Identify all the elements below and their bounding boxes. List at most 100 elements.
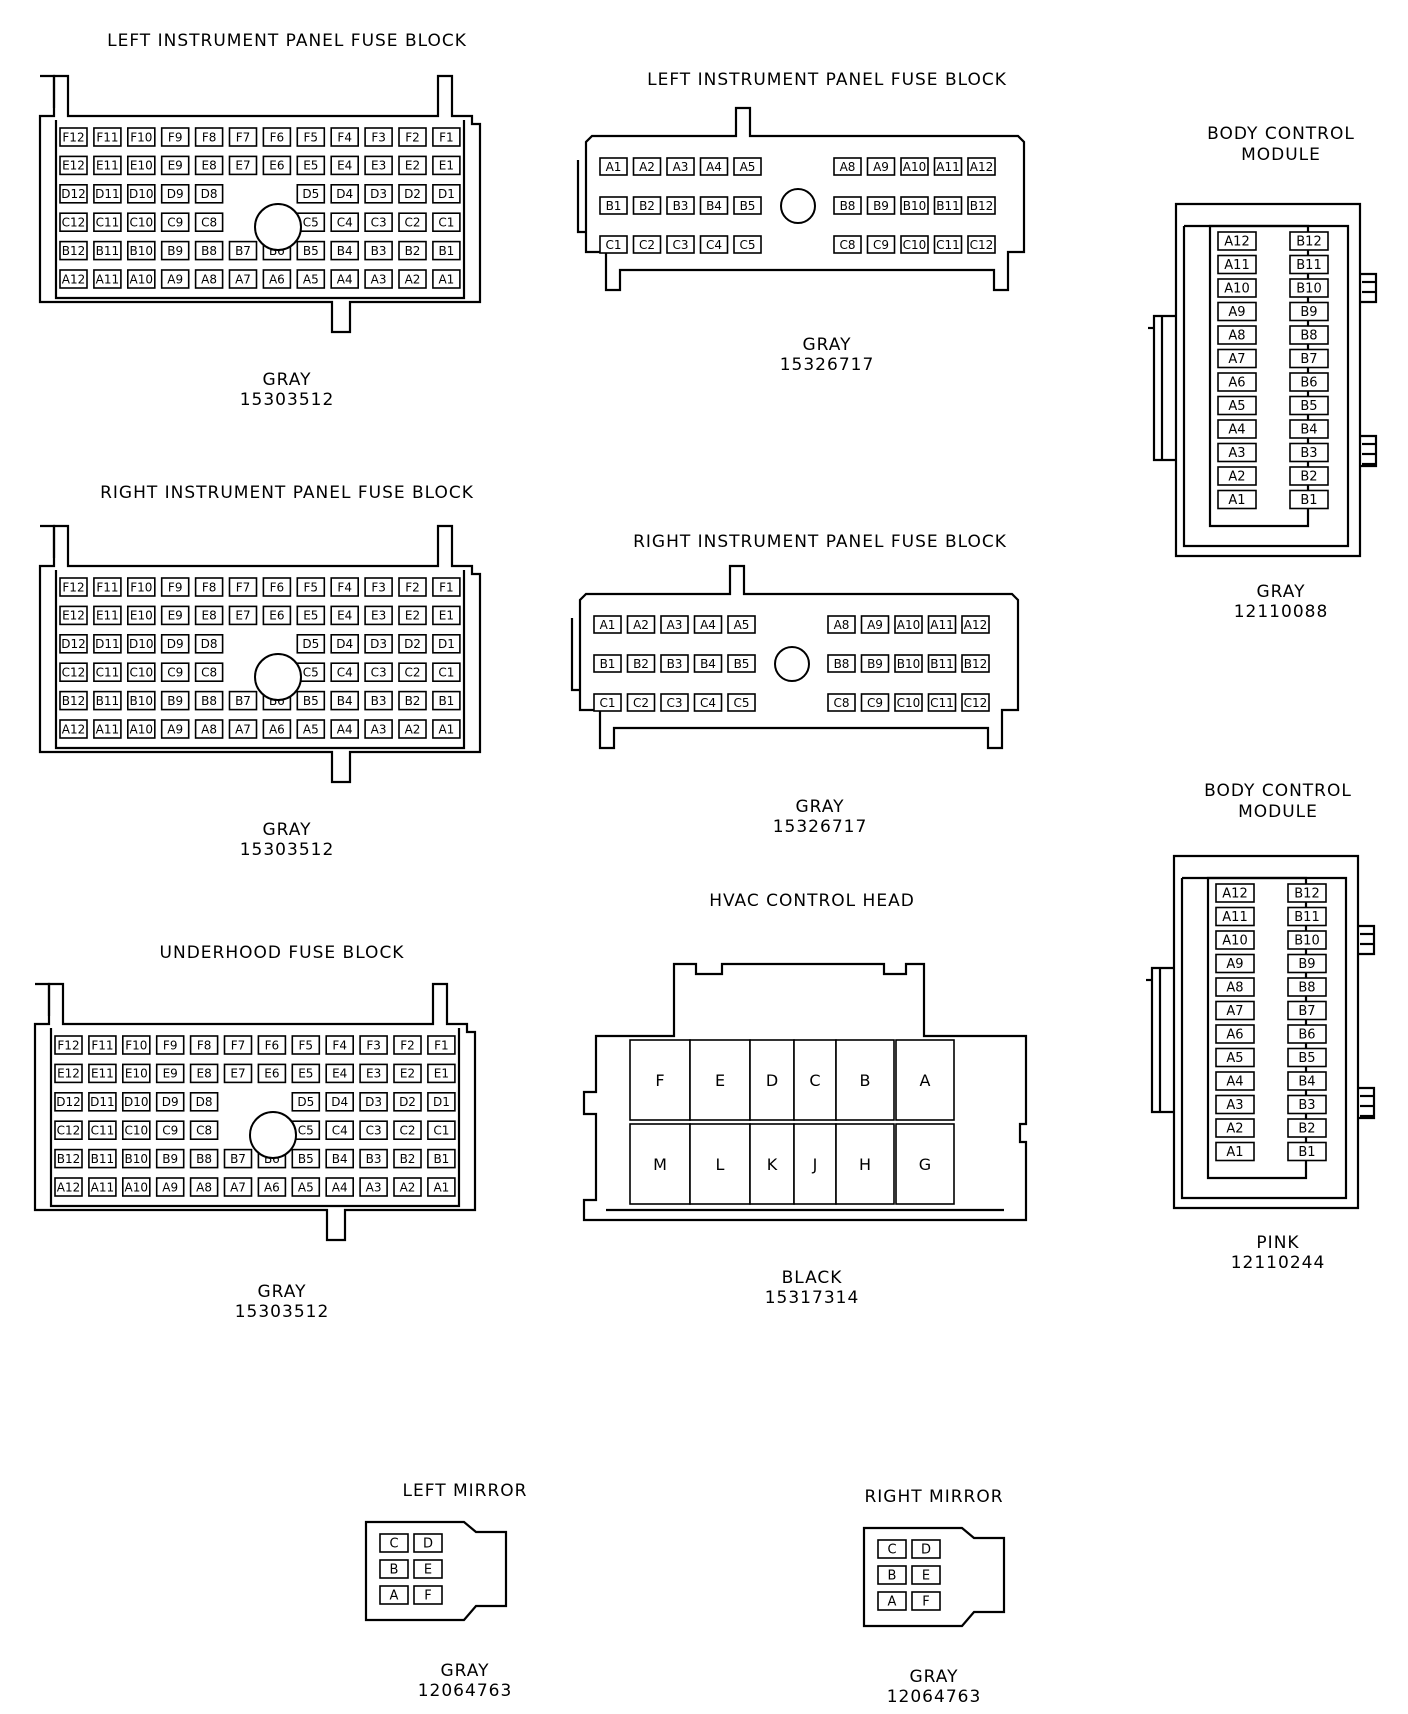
pin-label: D5 bbox=[302, 637, 319, 651]
pin-label: A1 bbox=[433, 1180, 449, 1194]
pin-B9: B9 bbox=[1287, 953, 1327, 974]
pin-box bbox=[189, 1035, 219, 1055]
pin-C: C bbox=[877, 1539, 907, 1559]
pin-box bbox=[894, 615, 923, 634]
pin-label: E4 bbox=[332, 1067, 347, 1081]
pin-B11: B11 bbox=[1287, 906, 1327, 927]
pin-D9: D9 bbox=[160, 184, 190, 204]
pin-label: B7 bbox=[230, 1152, 246, 1166]
pin-A12: A12 bbox=[967, 157, 996, 176]
pin-box bbox=[895, 1039, 955, 1121]
pin-A8: A8 bbox=[827, 615, 856, 634]
pin-B11: B11 bbox=[88, 1148, 117, 1169]
pin-box bbox=[88, 1120, 117, 1140]
pin-E9: E9 bbox=[155, 1063, 185, 1084]
pin-box bbox=[291, 1148, 321, 1169]
pin-label: B5 bbox=[1298, 1051, 1315, 1066]
pin-C9: C9 bbox=[866, 235, 896, 254]
pin-label: M bbox=[653, 1155, 667, 1174]
connector-color: GRAY bbox=[440, 1661, 490, 1681]
pin-label: D4 bbox=[336, 637, 353, 651]
pin-label: B12 bbox=[970, 199, 994, 213]
pin-label: E11 bbox=[91, 1067, 114, 1081]
pin-label: D3 bbox=[370, 637, 387, 651]
pin-box bbox=[127, 155, 156, 176]
pin-F2: F2 bbox=[398, 127, 427, 147]
pin-A4: A4 bbox=[693, 615, 723, 634]
pin-C4: C4 bbox=[325, 1120, 355, 1140]
pin-label: D8 bbox=[196, 1095, 213, 1109]
pin-box bbox=[827, 693, 856, 712]
pin-E8: E8 bbox=[194, 155, 224, 176]
pin-D12: D12 bbox=[54, 1092, 83, 1112]
pin-box bbox=[160, 240, 190, 261]
pin-box bbox=[827, 615, 856, 634]
pin-box bbox=[364, 690, 393, 711]
pin-label: C2 bbox=[639, 238, 655, 252]
pin-box bbox=[160, 719, 190, 739]
pin-label: A7 bbox=[235, 272, 251, 286]
pin-B7: B7 bbox=[228, 690, 258, 711]
pin-B4: B4 bbox=[330, 240, 360, 261]
pin-box bbox=[894, 654, 923, 673]
pin-box bbox=[866, 196, 896, 215]
pin-label: E9 bbox=[163, 1067, 178, 1081]
pin-box bbox=[194, 633, 224, 654]
pin-label: A6 bbox=[269, 722, 285, 736]
pin-B1: B1 bbox=[432, 240, 461, 261]
pin-box bbox=[257, 1063, 287, 1084]
pin-box bbox=[88, 1063, 117, 1084]
pin-label: C8 bbox=[839, 238, 855, 252]
pin-D4: D4 bbox=[330, 184, 360, 204]
pin-label: C3 bbox=[666, 696, 682, 710]
pin-box bbox=[413, 1533, 443, 1553]
pin-F1: F1 bbox=[432, 577, 461, 597]
pin-label: C4 bbox=[337, 216, 353, 230]
pin-label: D10 bbox=[124, 1095, 149, 1109]
pin-box bbox=[1289, 395, 1329, 416]
connector-color: GRAY bbox=[909, 1667, 959, 1687]
pin-label: B4 bbox=[337, 244, 353, 258]
pin-label: B12 bbox=[1294, 887, 1319, 902]
pin-box bbox=[1289, 254, 1329, 275]
pin-label: A5 bbox=[298, 1180, 314, 1194]
block-inner-rail bbox=[54, 570, 466, 750]
pin-box bbox=[660, 693, 689, 712]
pin-box bbox=[93, 127, 122, 147]
pin-box bbox=[632, 157, 662, 176]
pin-label: E7 bbox=[235, 609, 250, 623]
pin-box bbox=[325, 1148, 355, 1169]
pin-D12: D12 bbox=[59, 184, 88, 204]
pin-label: B10 bbox=[1296, 282, 1321, 297]
pin-label: E10 bbox=[125, 1067, 148, 1081]
pin-label: E6 bbox=[269, 609, 284, 623]
pin-box bbox=[895, 1123, 955, 1205]
pin-E7: E7 bbox=[223, 1063, 253, 1084]
connector-color: GRAY bbox=[262, 370, 312, 390]
pin-label: B8 bbox=[834, 657, 850, 671]
pin-box bbox=[262, 577, 292, 597]
pin-A10: A10 bbox=[1217, 278, 1257, 298]
connector-title: HVAC CONTROL HEAD bbox=[709, 891, 915, 911]
pin-label: B2 bbox=[639, 199, 655, 213]
pin-box bbox=[967, 196, 996, 215]
pin-box bbox=[291, 1063, 321, 1084]
pin-label: A5 bbox=[740, 160, 756, 174]
pin-box bbox=[1289, 419, 1329, 439]
pin-box bbox=[1287, 1141, 1327, 1162]
pin-E5: E5 bbox=[296, 605, 326, 626]
connector-title: RIGHT INSTRUMENT PANEL FUSE BLOCK bbox=[100, 483, 474, 503]
pin-A12: A12 bbox=[961, 615, 990, 634]
pin-label: B1 bbox=[438, 694, 454, 708]
pin-box bbox=[54, 1120, 83, 1140]
pin-E10: E10 bbox=[122, 1063, 151, 1084]
pin-C3: C3 bbox=[660, 693, 689, 712]
pin-label: A4 bbox=[706, 160, 722, 174]
pin-box bbox=[325, 1120, 355, 1140]
pin-E8: E8 bbox=[194, 605, 224, 626]
pin-label: D11 bbox=[95, 637, 120, 651]
pin-label: B2 bbox=[405, 244, 421, 258]
pin-label: A5 bbox=[303, 722, 319, 736]
pin-box bbox=[59, 605, 88, 626]
